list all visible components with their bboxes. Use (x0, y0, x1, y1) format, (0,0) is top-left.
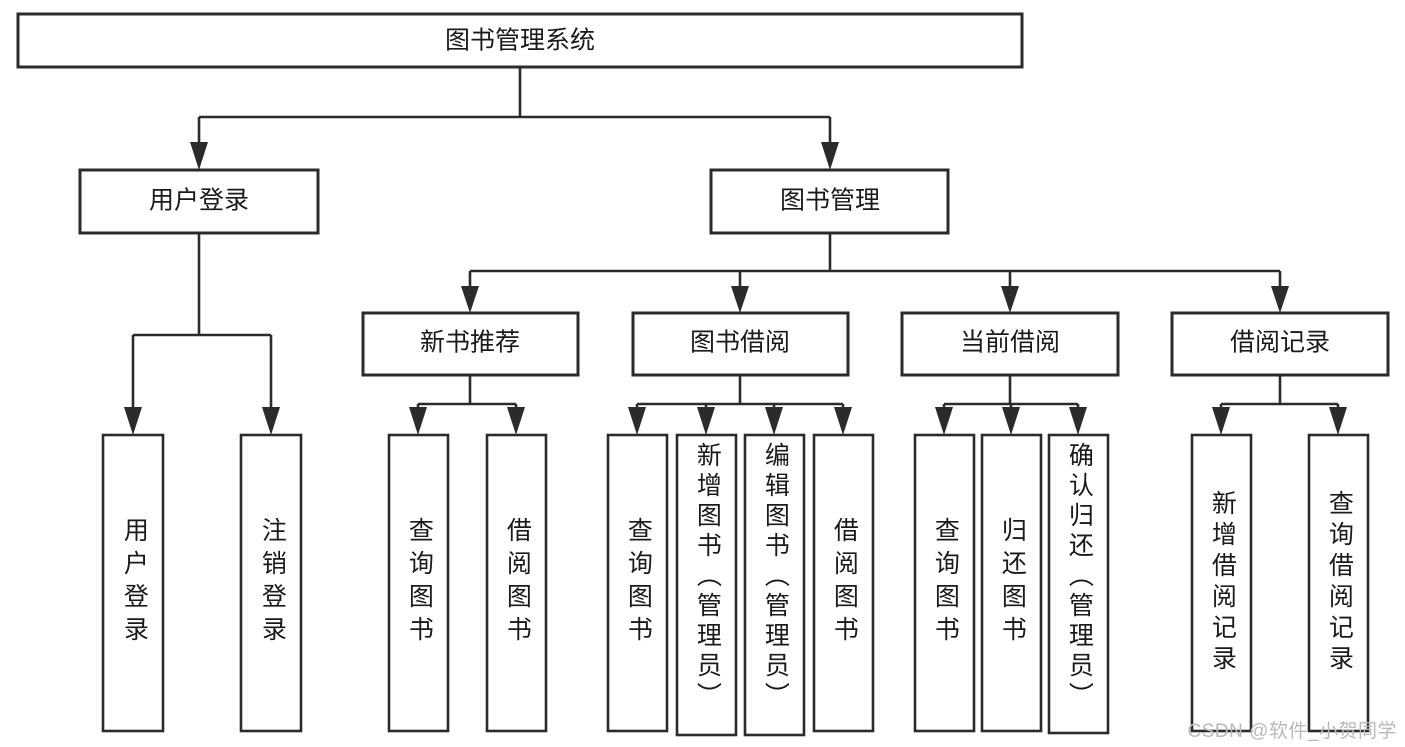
arrow-to-leaf-confirm-return (1069, 407, 1087, 435)
node-leaf-return-book[interactable]: 归还图书 (980, 433, 1043, 733)
arrow-to-book-manage (821, 142, 839, 170)
leaf-logout-box[interactable] (239, 433, 303, 733)
leaf-edit-book-box[interactable] (743, 433, 806, 737)
node-leaf-add-book[interactable]: 新增图书（管理员） (675, 433, 738, 737)
leaf-query-book-1-label: 查询图书 (405, 517, 434, 649)
arrow-to-book-borrow (731, 286, 749, 313)
leaf-query-book-2-box[interactable] (606, 433, 669, 733)
leaf-add-book-label: 新增图书（管理员） (693, 442, 722, 712)
node-user-login[interactable]: 用户登录 (78, 168, 320, 235)
user-login-label: 用户登录 (149, 187, 249, 215)
arrow-to-leaf-return-book (1002, 407, 1020, 435)
leaf-return-book-label: 归还图书 (998, 517, 1027, 649)
book-borrow-label: 图书借阅 (690, 329, 790, 357)
node-root[interactable]: 图书管理系统 (16, 12, 1024, 69)
node-leaf-logout[interactable]: 注销登录 (239, 433, 303, 733)
leaf-confirm-return-box[interactable] (1047, 433, 1110, 735)
node-leaf-user-login[interactable]: 用户登录 (101, 433, 165, 733)
leaf-borrow-book-2-box[interactable] (812, 433, 875, 733)
node-leaf-borrow-book-1[interactable]: 借阅图书 (485, 433, 548, 733)
node-leaf-borrow-book-2[interactable]: 借阅图书 (812, 433, 875, 733)
arrow-to-leaf-borrow-book-2 (834, 407, 852, 435)
leaf-add-record-box[interactable] (1190, 433, 1253, 733)
book-manage-label: 图书管理 (780, 187, 880, 215)
node-book-manage[interactable]: 图书管理 (709, 168, 950, 235)
arrow-to-leaf-edit-book (765, 407, 783, 435)
leaf-user-login-label: 用户登录 (120, 517, 149, 649)
arrow-to-new-book-recommend (461, 286, 479, 313)
arrow-to-leaf-query-record (1329, 407, 1347, 435)
node-leaf-query-record[interactable]: 查询借阅记录 (1307, 433, 1370, 733)
leaf-add-record-label: 新增借阅记录 (1208, 490, 1237, 676)
leaf-return-book-box[interactable] (980, 433, 1043, 733)
node-borrow-record[interactable]: 借阅记录 (1170, 311, 1390, 377)
leaf-borrow-book-1-box[interactable] (485, 433, 548, 733)
leaf-query-book-1-box[interactable] (387, 433, 450, 733)
borrow-record-label: 借阅记录 (1230, 329, 1330, 357)
book-borrow-box[interactable] (631, 311, 850, 377)
arrow-to-leaf-borrow-book-1 (507, 407, 525, 435)
leaf-query-book-3-box[interactable] (913, 433, 976, 733)
leaf-borrow-book-1-label: 借阅图书 (503, 517, 532, 649)
leaf-borrow-book-2-label: 借阅图书 (830, 517, 859, 649)
node-leaf-confirm-return[interactable]: 确认归还（管理员） (1047, 433, 1110, 735)
current-borrow-box[interactable] (900, 311, 1120, 377)
node-current-borrow[interactable]: 当前借阅 (900, 311, 1120, 377)
arrow-to-user-login (190, 142, 208, 170)
leaf-confirm-return-label: 确认归还（管理员） (1065, 442, 1094, 712)
leaf-query-record-box[interactable] (1307, 433, 1370, 733)
node-book-borrow[interactable]: 图书借阅 (631, 311, 850, 377)
arrow-to-leaf-add-record (1212, 407, 1230, 435)
new-book-recommend-box[interactable] (361, 311, 580, 377)
arrow-to-leaf-query-book-1 (409, 407, 427, 435)
node-leaf-query-book-1[interactable]: 查询图书 (387, 433, 450, 733)
node-leaf-edit-book[interactable]: 编辑图书（管理员） (743, 433, 806, 737)
user-login-box[interactable] (78, 168, 320, 235)
current-borrow-label: 当前借阅 (960, 329, 1060, 357)
leaf-edit-book-label: 编辑图书（管理员） (761, 442, 790, 712)
connector-layer (124, 67, 1347, 435)
arrow-to-leaf-add-book (697, 407, 715, 435)
leaf-user-login-box[interactable] (101, 433, 165, 733)
new-book-recommend-label: 新书推荐 (420, 329, 520, 357)
node-new-book-recommend[interactable]: 新书推荐 (361, 311, 580, 377)
borrow-record-box[interactable] (1170, 311, 1390, 377)
leaf-query-book-2-label: 查询图书 (624, 517, 653, 649)
book-manage-box[interactable] (709, 168, 950, 235)
node-leaf-query-book-2[interactable]: 查询图书 (606, 433, 669, 733)
node-leaf-add-record[interactable]: 新增借阅记录 (1190, 433, 1253, 733)
root-label: 图书管理系统 (445, 27, 595, 55)
arrow-to-current-borrow (1001, 286, 1019, 313)
leaf-query-record-label: 查询借阅记录 (1325, 490, 1354, 676)
leaf-logout-label: 注销登录 (258, 517, 287, 649)
arrow-to-leaf-logout (262, 407, 280, 435)
root-box[interactable] (16, 12, 1024, 69)
arrow-to-leaf-user-login (124, 407, 142, 435)
arrow-to-borrow-record (1271, 286, 1289, 313)
node-leaf-query-book-3[interactable]: 查询图书 (913, 433, 976, 733)
leaf-query-book-3-label: 查询图书 (931, 517, 960, 649)
arrow-to-leaf-query-book-3 (935, 407, 953, 435)
leaf-add-book-box[interactable] (675, 433, 738, 737)
arrow-to-leaf-query-book-2 (628, 407, 646, 435)
